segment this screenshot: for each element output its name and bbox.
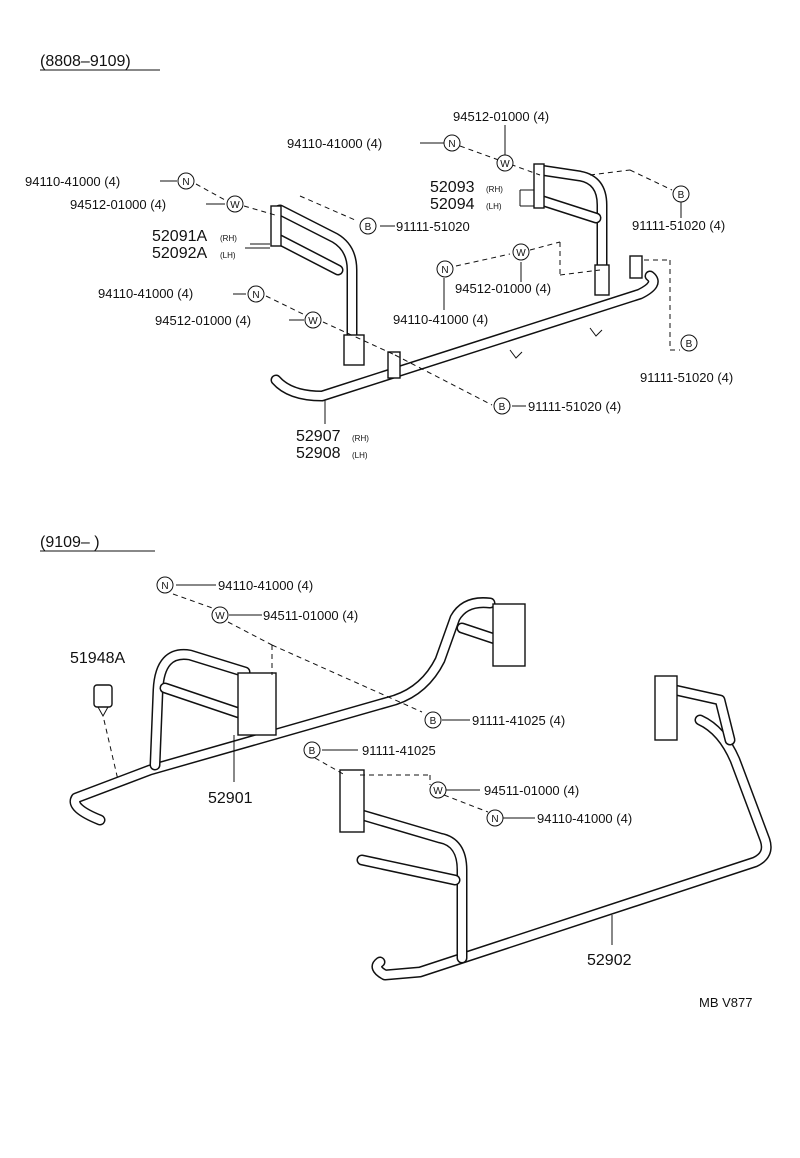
nut-symbol-letter: N [182, 177, 189, 188]
bolt-symbol-letter: B [309, 746, 316, 757]
bumper-rubber-51948a [93, 684, 113, 708]
part-label-94512-01000: 94512-01000 (4) [455, 281, 551, 296]
step-bar-tube-52902 [371, 714, 772, 981]
washer-symbol [496, 154, 514, 172]
part-label-94512-01000: 94512-01000 (4) [453, 109, 549, 124]
washer-symbol-letter: W [433, 786, 443, 797]
bolt-symbol-letter: B [430, 716, 437, 727]
handle-foot-bracket [343, 334, 365, 366]
top-rear-step-bar-assembly [270, 163, 659, 402]
part-label-91111-41025: 91111-41025 (4) [472, 713, 565, 728]
washer-symbol [211, 606, 229, 624]
part-label-91111-41025: 91111-41025 [362, 743, 436, 758]
section-header-9109: (9109– ) [40, 534, 100, 551]
part-label-94110-41000: 94110-41000 (4) [393, 312, 488, 327]
part-number-suffix: (RH) [220, 234, 237, 243]
part-number-suffix: (RH) [486, 185, 503, 194]
bottom-part-labels: 94110-41000 (4) 94511-01000 (4) 51948A 9… [70, 578, 752, 1010]
part-number-52902: 52902 [587, 952, 632, 969]
part-label-91111-51020: 91111-51020 (4) [632, 218, 725, 233]
handle-mount-plate [270, 205, 282, 247]
part-label-94110-41000: 94110-41000 (4) [218, 578, 313, 593]
bottom-leader-lines [172, 584, 613, 945]
part-number-51948a: 51948A [70, 650, 125, 667]
top-leader-lines [160, 125, 682, 424]
bolt-symbol-letter: B [365, 222, 372, 233]
mount-plate [492, 603, 526, 667]
bolt-symbol [493, 397, 511, 415]
bar-bracket [629, 255, 643, 279]
diagram-code: MB V877 [699, 995, 752, 1010]
part-label-94110-41000: 94110-41000 (4) [25, 174, 120, 189]
bolt-symbol [359, 217, 377, 235]
part-label-91111-51020: 91111-51020 [396, 219, 470, 234]
washer-symbol-letter: W [308, 316, 318, 327]
washer-symbol-letter: W [230, 200, 240, 211]
nut-symbol [436, 260, 454, 278]
part-number-suffix: (LH) [220, 251, 236, 260]
step-bar-tube-52901 [69, 597, 496, 826]
part-label-94110-41000: 94110-41000 (4) [537, 811, 632, 826]
bolt-symbol-letter: B [686, 339, 693, 350]
part-label-94110-41000: 94110-41000 (4) [98, 286, 193, 301]
bolt-symbol [672, 185, 690, 203]
bolt-symbol-letter: B [499, 402, 506, 413]
part-number-suffix: (LH) [486, 202, 502, 211]
part-label-94511-01000: 94511-01000 (4) [484, 783, 579, 798]
part-number-52094: 52094 [430, 196, 475, 213]
bottom-rear-step-bar-assembly [69, 597, 772, 981]
nut-symbol [486, 809, 504, 827]
nut-symbol-letter: N [491, 814, 498, 825]
nut-symbol [156, 576, 174, 594]
nut-symbol [177, 172, 195, 190]
part-label-94511-01000: 94511-01000 (4) [263, 608, 358, 623]
part-label-94110-41000: 94110-41000 (4) [287, 136, 382, 151]
part-number-52093: 52093 [430, 179, 475, 196]
part-number-52901: 52901 [208, 790, 253, 807]
washer-symbol [226, 195, 244, 213]
top-fastener-symbols: N W B N W B N W N W B B [177, 134, 698, 415]
part-label-91111-51020: 91111-51020 (4) [528, 399, 621, 414]
part-label-94512-01000: 94512-01000 (4) [70, 197, 166, 212]
washer-symbol-letter: W [516, 248, 526, 259]
part-number-52908: 52908 [296, 445, 341, 462]
part-number-suffix: (RH) [352, 434, 369, 443]
part-number-52907: 52907 [296, 428, 341, 445]
washer-symbol [512, 243, 530, 261]
bolt-symbol [424, 711, 442, 729]
nut-symbol-letter: N [441, 265, 448, 276]
part-label-91111-51020: 91111-51020 (4) [640, 370, 733, 385]
washer-symbol-letter: W [500, 159, 510, 170]
bolt-symbol-letter: B [678, 190, 685, 201]
section-header-8808-9109: (8808–9109) [40, 53, 131, 70]
grab-handle-52093 [534, 164, 608, 296]
nut-symbol-letter: N [161, 581, 168, 592]
handle-foot-bracket [594, 264, 610, 296]
mount-plate [339, 769, 365, 833]
part-number-52091a: 52091A [152, 228, 207, 245]
nut-symbol [443, 134, 461, 152]
top-part-labels: 94512-01000 (4) 94110-41000 (4) 94110-41… [25, 109, 733, 462]
mount-plate [654, 675, 678, 741]
part-label-94512-01000: 94512-01000 (4) [155, 313, 251, 328]
bottom-fastener-symbols: N W B B W N [156, 576, 504, 827]
part-number-52092a: 52092A [152, 245, 207, 262]
bolt-symbol [303, 741, 321, 759]
washer-symbol [304, 311, 322, 329]
nut-symbol-letter: N [448, 139, 455, 150]
nut-symbol-letter: N [252, 290, 259, 301]
bar-bracket [387, 351, 401, 379]
handle-mount-plate [533, 163, 545, 209]
bolt-symbol [680, 334, 698, 352]
washer-symbol [429, 781, 447, 799]
washer-symbol-letter: W [215, 611, 225, 622]
part-number-suffix: (LH) [352, 451, 368, 460]
mount-plate [237, 672, 277, 736]
nut-symbol [247, 285, 265, 303]
